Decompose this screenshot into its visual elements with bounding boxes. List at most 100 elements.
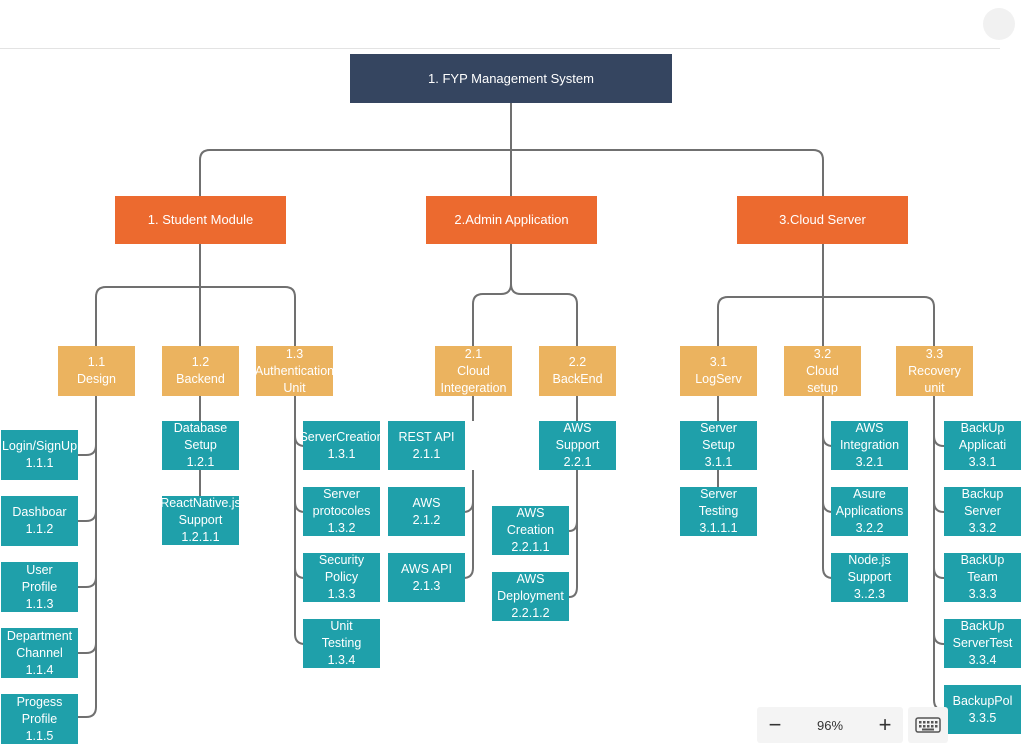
- node-label: 1.3 Authentication Unit: [254, 346, 335, 395]
- node-label: 3.2 Cloud setup: [806, 346, 839, 395]
- diagram-node-d13[interactable]: 1.3 Authentication Unit: [254, 346, 335, 396]
- diagram-node-t332[interactable]: Backup Server 3.3.2: [944, 487, 1021, 536]
- diagram-node-t331[interactable]: BackUp Applicati 3.3.1: [944, 421, 1021, 470]
- zoom-level: 96%: [816, 717, 844, 733]
- connector-line: [472, 244, 512, 346]
- node-label: ReactNative.js Support 1.2.1.1: [160, 496, 241, 544]
- diagram-node-t121[interactable]: Database Setup 1.2.1: [162, 421, 239, 470]
- node-label: Department Channel 1.1.4: [6, 628, 73, 677]
- node-label: 1. FYP Management System: [428, 70, 594, 86]
- connector-layer: [78, 103, 945, 718]
- diagram-node-t113[interactable]: User Profile 1.1.3: [1, 562, 78, 612]
- diagram-node-d12[interactable]: 1.2 Backend: [162, 346, 239, 396]
- top-bar: [0, 0, 1015, 49]
- node-label: 3.1 LogServ: [695, 355, 742, 386]
- diagram-node-t321[interactable]: AWS Integration 3.2.1: [831, 421, 908, 470]
- diagram-node-t2211[interactable]: AWS Creation 2.2.1.1: [492, 506, 569, 555]
- node-label: Database Setup 1.2.1: [173, 421, 228, 469]
- node-label: Login/SignUp 1.1.1: [1, 439, 78, 470]
- node-label: AWS 2.1.2: [412, 495, 441, 527]
- node-label: BackUp Applicati 3.3.1: [958, 421, 1007, 469]
- connector-line: [78, 642, 97, 654]
- diagram-node-t335[interactable]: BackupPol 3.3.5: [944, 685, 1021, 734]
- diagram-node-n3_1[interactable]: 3.Cloud Server: [737, 196, 908, 244]
- node-label: BackupPol 3.3.5: [952, 693, 1013, 725]
- node-label: Node.js Support 3..2.3: [847, 553, 892, 601]
- diagram-node-t3111[interactable]: Server Testing 3.1.1.1: [680, 487, 757, 536]
- node-label: REST API 2.1.1: [398, 429, 455, 461]
- node-label: 1.1 Design: [77, 355, 116, 386]
- diagram-node-t114[interactable]: Department Channel 1.1.4: [1, 628, 78, 678]
- diagram-node-t311[interactable]: Server Setup 3.1.1: [680, 421, 757, 470]
- node-label: ServerCreation 1.3.1: [299, 429, 384, 461]
- node-label: 3.3 Recovery unit: [908, 346, 961, 395]
- diagram-node-d21[interactable]: 2.1 Cloud Integeration: [435, 346, 512, 396]
- node-label: 3.Cloud Server: [779, 212, 866, 227]
- node-label: User Profile 1.1.3: [21, 562, 58, 611]
- node-label: Server Testing 3.1.1.1: [698, 487, 739, 535]
- diagram-node-t323[interactable]: Node.js Support 3..2.3: [831, 553, 908, 602]
- node-label: Server protocoles 1.3.2: [312, 487, 371, 535]
- diagram-node-t111[interactable]: Login/SignUp 1.1.1: [1, 430, 78, 480]
- diagram-node-t132[interactable]: Server protocoles 1.3.2: [303, 487, 380, 536]
- diagram-node-t213[interactable]: AWS API 2.1.3: [388, 553, 465, 602]
- connector-line: [78, 510, 97, 522]
- minus-icon: −: [768, 712, 782, 737]
- connector-line: [78, 444, 97, 456]
- node-label: 1. Student Module: [147, 212, 254, 227]
- diagram-node-d11[interactable]: 1.1 Design: [58, 346, 135, 396]
- node-label: AWS Deployment 2.2.1.2: [497, 572, 564, 620]
- diagram-node-t2212[interactable]: AWS Deployment 2.2.1.2: [492, 572, 569, 621]
- node-label: AWS Support 2.2.1: [555, 421, 600, 469]
- diagram-node-t333[interactable]: BackUp Team 3.3.3: [944, 553, 1021, 602]
- diagram-node-d32[interactable]: 3.2 Cloud setup: [784, 346, 861, 396]
- node-label: 1.2 Backend: [176, 355, 225, 386]
- connector-line: [568, 470, 578, 598]
- connector-line: [933, 435, 945, 447]
- diagram-node-n1[interactable]: 1. FYP Management System: [350, 54, 672, 103]
- diagram-node-t212[interactable]: AWS 2.1.2: [388, 487, 465, 536]
- connector-line: [717, 296, 935, 346]
- keyboard-icon: [915, 717, 941, 733]
- diagram-node-d22[interactable]: 2.2 BackEnd: [539, 346, 616, 396]
- diagram-node-d33[interactable]: 3.3 Recovery unit: [896, 346, 973, 396]
- connector-line: [933, 567, 945, 579]
- node-label: BackUp Team 3.3.3: [960, 553, 1005, 601]
- connector-line: [933, 501, 945, 513]
- node-label: AWS Creation 2.2.1.1: [506, 506, 555, 554]
- node-label: AWS API 2.1.3: [401, 561, 452, 593]
- diagram-node-t334[interactable]: BackUp ServerTest 3.3.4: [944, 619, 1021, 668]
- diagram-node-t221[interactable]: AWS Support 2.2.1: [539, 421, 616, 470]
- top-right-button[interactable]: [983, 8, 1015, 40]
- node-label: 2.2 BackEnd: [552, 355, 603, 386]
- connector-line: [933, 633, 945, 645]
- diagram-node-t133[interactable]: Security Policy 1.3.3: [303, 553, 380, 602]
- node-label: Security Policy 1.3.3: [318, 553, 365, 601]
- node-label: BackUp ServerTest 3.3.4: [952, 619, 1013, 667]
- keyboard-button[interactable]: [908, 707, 948, 743]
- node-label: 2.1 Cloud Integeration: [440, 346, 507, 395]
- diagram-node-t112[interactable]: Dashboar 1.1.2: [1, 496, 78, 546]
- diagram-node-n2_1[interactable]: 2.Admin Application: [426, 196, 597, 244]
- diagram-node-d31[interactable]: 3.1 LogServ: [680, 346, 757, 396]
- diagram-node-n1_1[interactable]: 1. Student Module: [115, 196, 286, 244]
- connector-line: [510, 283, 578, 346]
- zoom-out-button[interactable]: −: [757, 707, 793, 743]
- zoom-in-button[interactable]: +: [867, 707, 903, 743]
- node-label: Dashboar 1.1.2: [12, 505, 67, 536]
- diagram-node-t115[interactable]: Progess Profile 1.1.5: [1, 694, 78, 744]
- connector-line: [568, 520, 578, 532]
- diagram-node-t1211[interactable]: ReactNative.js Support 1.2.1.1: [160, 496, 241, 545]
- node-label: Backup Server 3.3.2: [961, 487, 1004, 535]
- node-label: AWS Integration 3.2.1: [839, 421, 900, 469]
- node-label: Progess Profile 1.1.5: [16, 694, 63, 743]
- diagram-node-t211[interactable]: REST API 2.1.1: [388, 421, 465, 470]
- connector-line: [78, 576, 97, 588]
- diagram-node-t131[interactable]: ServerCreation 1.3.1: [299, 421, 384, 470]
- diagram-node-t134[interactable]: Unit Testing 1.3.4: [303, 619, 380, 668]
- diagram-node-t322[interactable]: Asure Applications 3.2.2: [831, 487, 908, 536]
- connector-line: [95, 286, 296, 346]
- connector-line: [78, 396, 97, 718]
- node-label: Server Setup 3.1.1: [700, 421, 737, 469]
